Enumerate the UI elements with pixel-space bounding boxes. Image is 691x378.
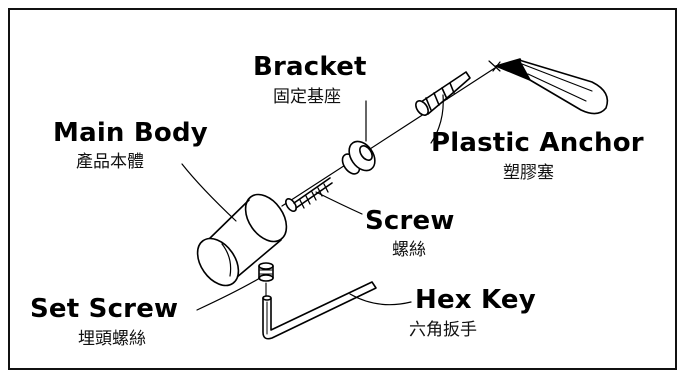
main-body-label: Main Body	[53, 118, 208, 148]
main-body-part	[196, 193, 288, 287]
screw-chinese-label: 螺絲	[392, 240, 426, 260]
main-body-leader	[181, 163, 237, 222]
plastic-anchor-label: Plastic Anchor	[431, 128, 644, 158]
set-screw-chinese-label: 埋頭螺絲	[78, 329, 146, 349]
plastic-anchor-leader	[430, 94, 444, 144]
hex-key-leader	[349, 293, 412, 306]
plastic-anchor-part	[415, 71, 471, 116]
bracket-chinese-label: 固定基座	[273, 87, 341, 107]
set-screw-leader	[196, 277, 261, 311]
bracket-part	[341, 140, 376, 175]
screw-label: Screw	[365, 206, 455, 236]
hex-key-chinese-label: 六角扳手	[409, 320, 477, 340]
pencil-part	[488, 58, 609, 115]
main-body-chinese-label: 產品本體	[76, 152, 144, 172]
assembly-axis-line	[281, 65, 499, 207]
set-screw-label: Set Screw	[30, 294, 179, 324]
bracket-label: Bracket	[253, 52, 367, 82]
screw-part	[285, 177, 333, 212]
hex-key-part	[262, 281, 377, 340]
screw-leader	[315, 191, 363, 215]
hex-key-label: Hex Key	[415, 285, 536, 315]
set-screw-part	[258, 262, 274, 297]
diagram-frame	[8, 8, 677, 370]
plastic-anchor-chinese-label: 塑膠塞	[503, 163, 554, 183]
